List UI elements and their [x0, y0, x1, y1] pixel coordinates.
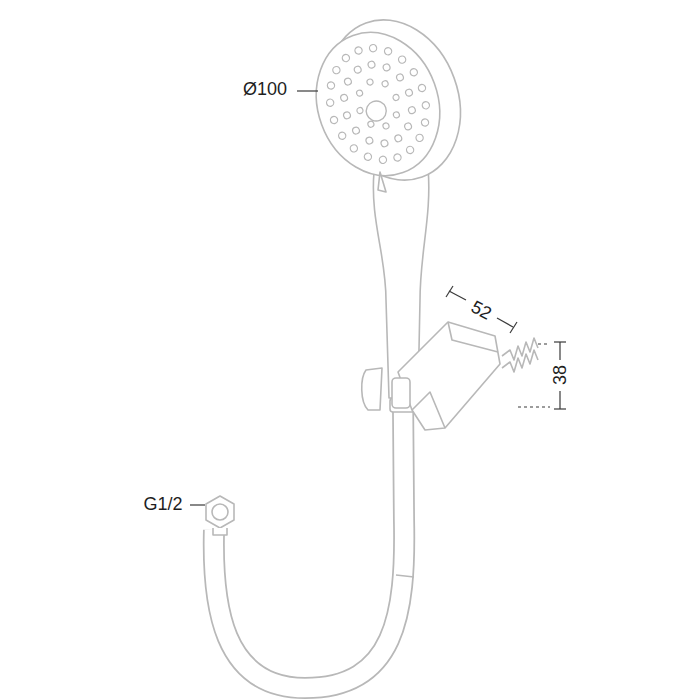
nozzle	[368, 44, 377, 53]
dimension-label: 38	[551, 363, 571, 387]
holder-clip	[362, 368, 382, 410]
nozzle	[421, 101, 430, 110]
dimension-label: G1/2	[141, 495, 184, 515]
nozzle	[365, 136, 374, 145]
dimension-tick	[554, 341, 566, 342]
nozzle	[352, 126, 361, 135]
nozzle	[405, 145, 414, 154]
dimension-tick	[510, 322, 517, 333]
nozzle	[338, 131, 347, 140]
holder-ring	[392, 378, 410, 408]
leader-line	[190, 504, 205, 505]
dimension-line	[559, 342, 560, 360]
nozzle	[326, 98, 335, 107]
dimension-tick	[554, 408, 566, 409]
extension-line	[538, 343, 550, 344]
nozzle-group	[310, 30, 446, 178]
wall-screw	[502, 350, 538, 372]
nozzle	[344, 77, 353, 86]
nozzle	[341, 53, 350, 62]
nozzle	[343, 111, 352, 120]
nozzle	[380, 139, 389, 148]
nozzle	[382, 63, 391, 72]
nozzle	[326, 81, 335, 90]
hose-nut	[206, 496, 234, 528]
nozzle	[381, 80, 389, 88]
nozzle	[382, 122, 390, 130]
nozzle	[332, 66, 341, 75]
nozzle	[398, 55, 407, 64]
holder-edge	[412, 392, 445, 428]
nozzle	[394, 134, 403, 143]
dimension-line	[449, 291, 466, 300]
nozzle	[340, 93, 349, 102]
nozzle	[353, 65, 362, 74]
center-nozzle	[363, 98, 389, 124]
nut-collar	[213, 528, 227, 535]
nozzle	[356, 107, 364, 115]
nozzle	[392, 94, 400, 102]
hose-fill	[214, 400, 404, 688]
holder-edge	[448, 322, 498, 352]
dimension-line	[497, 318, 513, 327]
head-face	[297, 15, 460, 193]
nozzle	[404, 122, 413, 131]
nozzle	[363, 152, 372, 161]
hose-joint	[396, 575, 414, 577]
dimension-label: Ø100	[241, 80, 289, 100]
nozzle	[378, 155, 387, 164]
nozzle	[354, 46, 363, 55]
dimension-label: 52	[466, 297, 497, 326]
dimension-line	[559, 391, 560, 409]
nozzle	[383, 47, 392, 56]
nozzle	[405, 88, 414, 97]
nozzle	[366, 78, 374, 86]
holder-body	[398, 322, 500, 430]
leader-line	[297, 90, 318, 91]
nut-bore	[212, 504, 228, 520]
nozzle	[396, 73, 405, 82]
nozzle	[415, 133, 424, 142]
nozzle	[393, 111, 401, 119]
nozzle	[417, 83, 426, 92]
nozzle	[329, 115, 338, 124]
extension-line	[518, 406, 550, 407]
nozzle	[367, 60, 376, 69]
nozzle	[349, 144, 358, 153]
nozzle	[408, 106, 417, 115]
hose-outline	[214, 400, 404, 688]
nozzle	[393, 153, 402, 162]
dimension-tick	[446, 286, 453, 297]
nozzle	[356, 89, 364, 97]
nozzle	[409, 68, 418, 77]
nozzle	[367, 120, 375, 128]
spray-lever	[378, 172, 386, 192]
nozzle	[420, 118, 429, 127]
